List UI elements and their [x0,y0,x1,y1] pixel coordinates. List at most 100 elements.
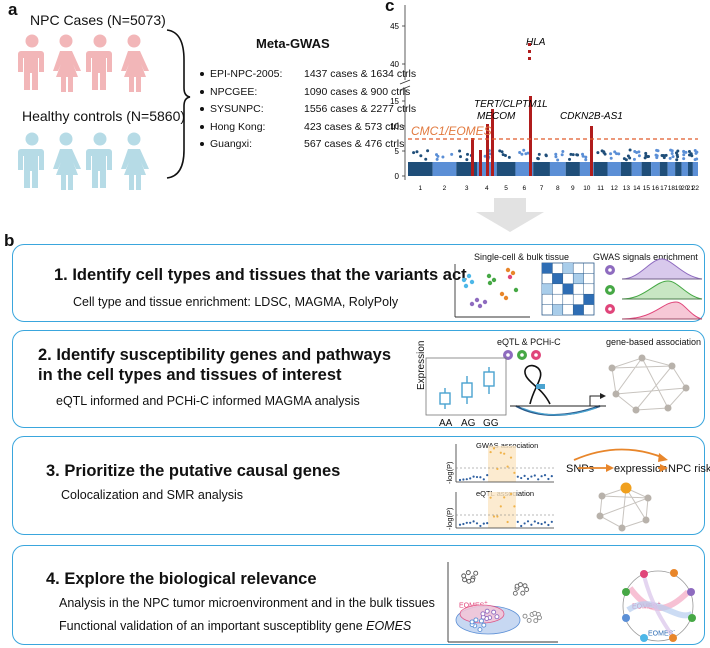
prioritized-gene-network [596,482,652,532]
eqtl-boxplots [439,367,495,409]
tme-cell [520,590,526,596]
label-mecom: MECOM [477,111,516,122]
tme-cell [533,618,539,624]
chromosome-block [496,149,516,176]
association-dot [530,475,533,478]
y-tick-45: 45 [390,22,399,31]
tme-cell [462,577,468,583]
people-icons [18,29,191,190]
chromosome-block [681,149,688,176]
step-1-subtitle: Cell type and tissue enrichment: LDSC, M… [73,295,399,309]
cell-type-icons [503,350,541,360]
chromosome-block [432,152,457,176]
association-dot [516,475,519,478]
association-dot [479,524,482,528]
chromosome-label: 6 [523,185,527,192]
label-cmc1: CMC1/EOMES [411,124,492,138]
chromosome-block [674,149,682,176]
association-dot [509,492,513,496]
association-dot [472,520,475,523]
enrichment-curves [621,258,703,320]
chromosome-label: 17 [660,185,668,192]
tme-cell [526,617,532,623]
association-dot [472,475,475,478]
flow-arrow [476,198,544,232]
association-dot [469,477,472,480]
tme-cell [473,570,479,576]
chromosome-label: 10 [583,185,591,192]
chromosome-block [667,148,676,176]
step-2-title: 2. Identify susceptibility genes and pat… [38,346,392,364]
tme-cell [522,613,528,619]
tme-cell [512,590,518,596]
association-dot [537,522,540,525]
chromosome-label: 19 [675,185,683,192]
chromosome-block [593,149,608,176]
cohort-item: SYSUNPC:1556 cases & 2277 ctrls [200,103,416,115]
association-dot [475,475,479,479]
chromosome-label: 15 [643,185,651,192]
association-dot [482,522,485,525]
causal-path-arrows [573,448,668,472]
tme-cell [517,582,523,588]
association-dot [489,450,492,454]
association-dot [523,522,526,525]
singlecell-label: Single-cell & bulk tissue [474,252,570,262]
expression-label: expression [614,463,668,475]
cell-clusters [461,267,519,309]
genotype-aa: AA [439,418,453,429]
chromosome-label: 7 [540,185,544,192]
panel-a-letter: a [8,0,18,19]
association-dot [492,515,496,518]
label-cdkn2b: CDKN2B-AS1 [560,111,623,122]
snps-label: SNPs [566,463,595,475]
association-dot [540,522,543,526]
step-2-title-line2: in the cell types and tissues of interes… [38,366,342,384]
tme-cell [461,573,467,579]
group-brace [166,29,191,179]
meta-gwas-title: Meta-GWAS [256,36,330,51]
tme-cell [469,619,475,625]
chromosome-block [533,152,550,176]
step-4-title: 4. Explore the biological relevance [46,570,317,588]
association-dot [526,520,530,523]
association-dot [513,471,516,474]
chromosome-label: 21 [687,185,695,192]
association-dot [547,477,550,481]
association-dot [506,520,509,524]
step-3-title: 3. Prioritize the putative causal genes [46,462,341,480]
chromosome-label: 13 [623,185,631,192]
association-dot [489,496,492,499]
association-dot [482,478,485,481]
association-dot [509,456,513,459]
chromosome-label: 12 [611,185,619,192]
chromosome-block [651,148,660,176]
association-dot [533,520,536,523]
chromosome-label: 9 [571,185,575,192]
association-dot [533,474,536,477]
association-dot [486,474,489,477]
association-dot [465,521,468,524]
label-tert: TERT/CLPTM1L [474,99,548,110]
step-1-figure [454,258,703,320]
step-3-figure [455,444,668,532]
tme-cell [466,578,472,584]
npc-risk-label: NPC risk [668,463,710,475]
y-tick-15: 15 [390,97,399,106]
step-3-box [12,436,705,535]
association-dot [540,475,543,478]
chromosome-block [620,148,632,176]
y-tick-0: 0 [395,172,400,181]
significant-hit-bar [471,138,474,176]
association-dot [550,520,553,523]
tme-cell [477,627,483,633]
gwas-association-label: GWAS association [476,441,539,450]
association-dot [496,467,499,471]
genotype-gg: GG [483,418,499,429]
association-dot [516,520,519,523]
chromosome-block [549,150,566,176]
chromosome-block [631,150,642,176]
tme-cell [537,615,542,621]
association-dot [458,478,462,482]
